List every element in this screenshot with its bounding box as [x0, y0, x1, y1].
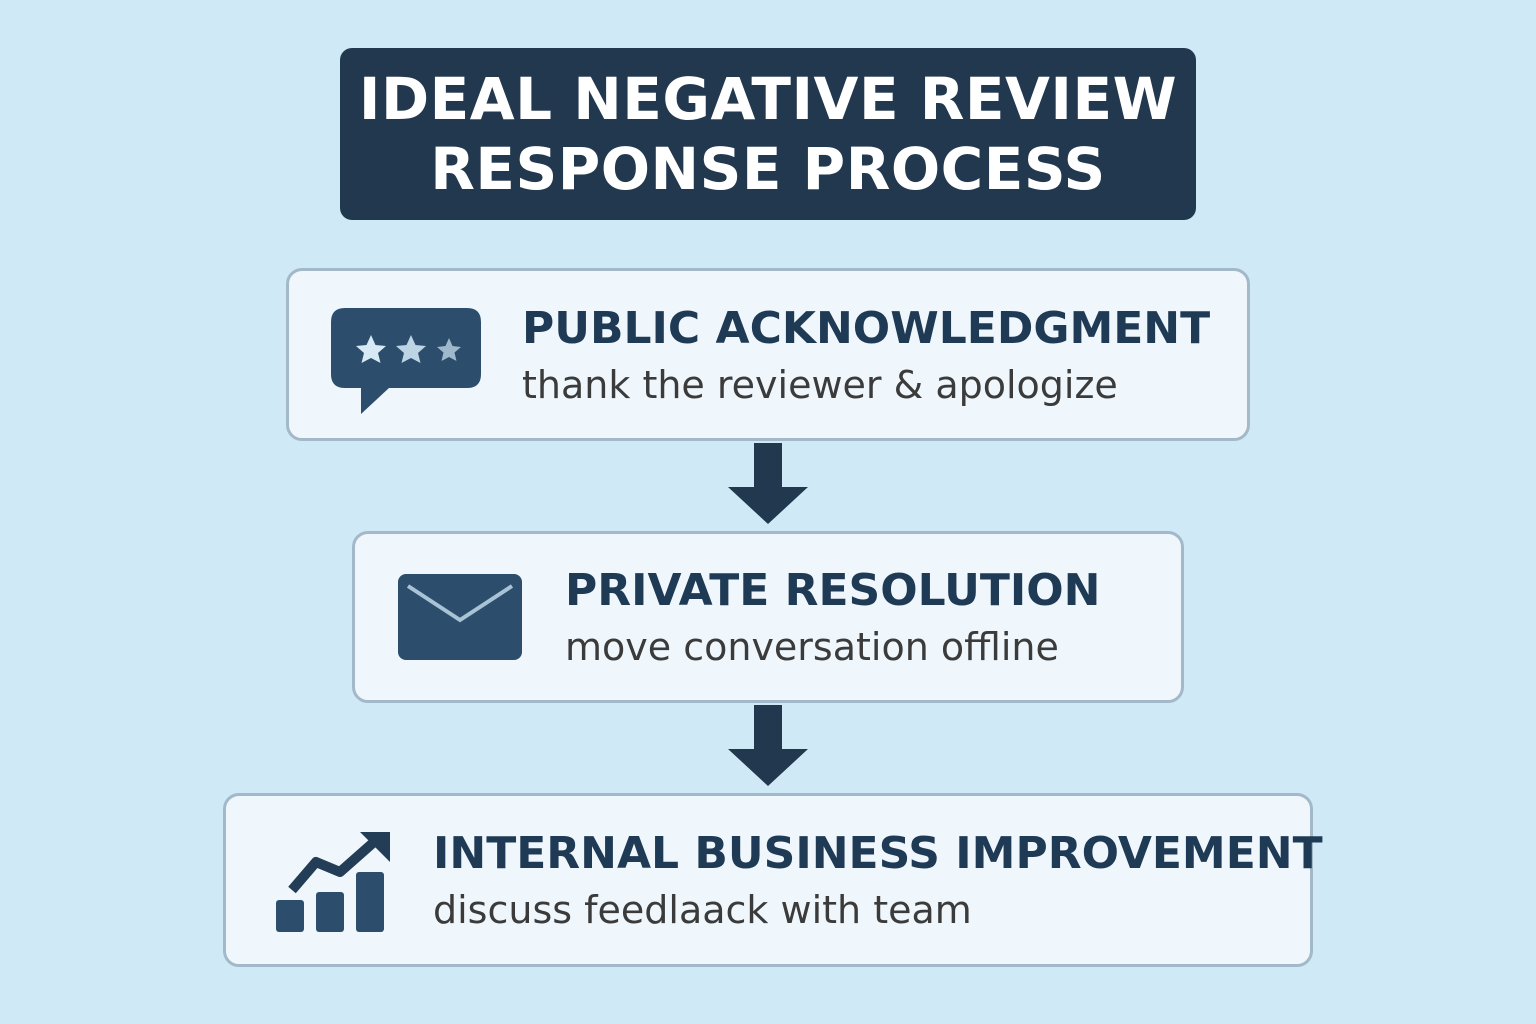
step-subtitle: move conversation offline	[565, 625, 1059, 669]
arrow-down-icon	[728, 705, 808, 786]
step-public-acknowledgment: PUBLIC ACKNOWLEDGMENT thank the reviewer…	[286, 268, 1250, 441]
title-line-2: RESPONSE PROCESS	[430, 135, 1106, 203]
speech-bubble-stars-icon	[331, 308, 481, 414]
title-line-1: IDEAL NEGATIVE REVIEW	[358, 65, 1178, 133]
step-heading: PUBLIC ACKNOWLEDGMENT	[522, 303, 1211, 354]
envelope-icon	[398, 574, 522, 660]
step-private-resolution: PRIVATE RESOLUTION move conversation off…	[352, 531, 1184, 703]
growth-chart-icon	[276, 832, 390, 932]
arrow-down-icon	[728, 443, 808, 524]
step-subtitle: thank the reviewer & apologize	[522, 363, 1118, 407]
step-heading: PRIVATE RESOLUTION	[565, 565, 1101, 616]
step-heading: INTERNAL BUSINESS IMPROVEMENT	[433, 828, 1323, 879]
title-banner: IDEAL NEGATIVE REVIEW RESPONSE PROCESS	[340, 48, 1196, 220]
step-internal-business-improvement: INTERNAL BUSINESS IMPROVEMENT discuss fe…	[223, 793, 1323, 967]
step-subtitle: discuss feedlaack with team	[433, 888, 972, 932]
